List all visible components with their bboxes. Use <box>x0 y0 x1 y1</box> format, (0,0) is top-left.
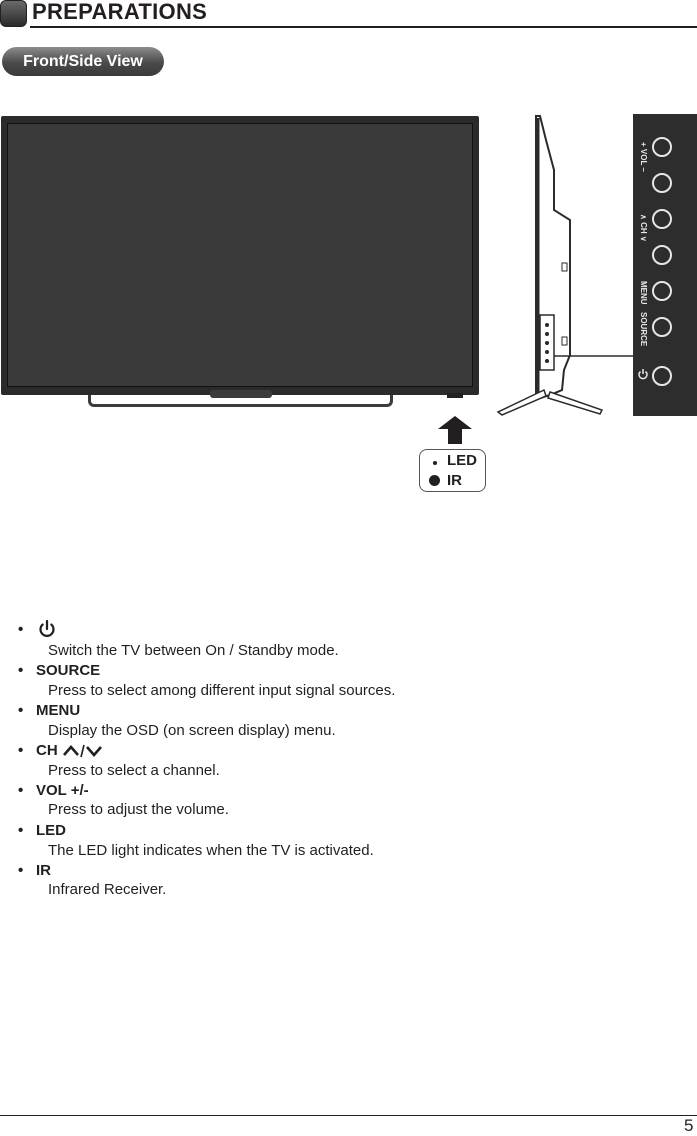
led-label: LED <box>447 452 477 469</box>
section-header-icon <box>0 0 27 27</box>
ch-up-button[interactable] <box>652 209 672 229</box>
vol-up-button[interactable] <box>652 137 672 157</box>
list-bullet: • <box>18 621 24 638</box>
list-item-description: Infrared Receiver. <box>48 881 167 898</box>
list-bullet: • <box>18 662 24 679</box>
led-ir-indicator-box <box>419 449 486 492</box>
arrow-up-icon <box>438 416 472 444</box>
chevron-up-down-icon <box>63 744 102 758</box>
side-control-panel <box>633 114 697 416</box>
ch-down-button[interactable] <box>652 245 672 265</box>
list-item-description: Press to select a channel. <box>48 762 220 779</box>
list-item-title: IR <box>36 862 51 879</box>
tv-logo-badge <box>210 390 272 398</box>
list-item-description: Switch the TV between On / Standby mode. <box>48 642 339 659</box>
ir-dot-icon <box>429 475 440 486</box>
list-item-description: Press to select among different input si… <box>48 682 396 699</box>
menu-button[interactable] <box>652 281 672 301</box>
list-item-title: LED <box>36 822 66 839</box>
menu-label: MENU <box>639 281 648 305</box>
list-item-title: MENU <box>36 702 81 719</box>
list-bullet: • <box>18 822 24 839</box>
list-item-description: Press to adjust the volume. <box>48 801 229 818</box>
list-item-description: The LED light indicates when the TV is a… <box>48 842 374 859</box>
tv-front-screen <box>7 123 473 387</box>
list-bullet: • <box>18 742 24 759</box>
power-button[interactable] <box>652 366 672 386</box>
tv-ir-sensor <box>447 393 463 398</box>
list-bullet: • <box>18 702 24 719</box>
list-item-title: VOL +/- <box>36 782 89 799</box>
ir-label: IR <box>447 472 462 489</box>
vol-down-button[interactable] <box>652 173 672 193</box>
source-label: SOURCE <box>639 312 648 347</box>
led-dot-icon <box>433 461 437 465</box>
list-item-description: Display the OSD (on screen display) menu… <box>48 722 336 739</box>
page-title: PREPARATIONS <box>32 0 208 24</box>
list-bullet: • <box>18 782 24 799</box>
footer-rule <box>0 1115 697 1116</box>
list-bullet: • <box>18 862 24 879</box>
list-item-title: SOURCE <box>36 662 101 679</box>
list-item-title: CH <box>36 742 58 759</box>
vol-label: + VOL – <box>639 142 648 172</box>
page-number: 5 <box>684 1116 694 1135</box>
section-label: Front/Side View <box>2 47 164 76</box>
tv-stand-bar <box>88 395 393 407</box>
source-button[interactable] <box>652 317 672 337</box>
power-icon <box>39 619 55 637</box>
panel-power-icon <box>638 369 648 380</box>
ch-label: ∧ CH ∨ <box>639 214 648 242</box>
header-rule <box>30 26 697 28</box>
tv-side-view-illustration <box>496 115 633 416</box>
